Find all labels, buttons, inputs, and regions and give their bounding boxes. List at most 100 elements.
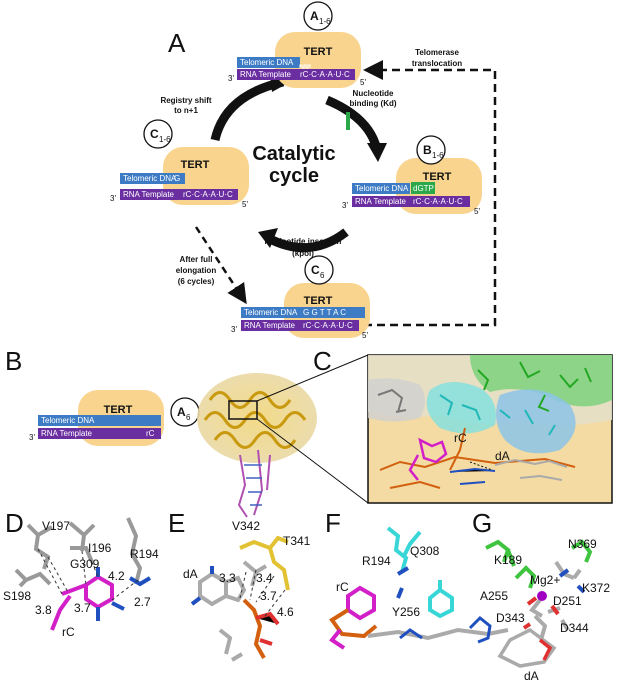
added-seq-label: G G T T A C bbox=[303, 308, 346, 317]
after-elongation-label-2: elongation bbox=[176, 266, 217, 275]
residue-label: K372 bbox=[582, 581, 610, 595]
residue-label: T341 bbox=[283, 534, 311, 548]
residue-label: dA bbox=[524, 669, 539, 683]
state-c-complex: TERT Telomeric DNA G RNA Template rC·C·A… bbox=[110, 119, 249, 209]
residue-label: Q308 bbox=[410, 544, 440, 558]
rc-end-label: rC bbox=[146, 429, 155, 438]
residue-label: dA bbox=[183, 567, 198, 581]
translocation-label-1: Telomerase bbox=[415, 48, 459, 57]
zoom-line-bottom bbox=[256, 418, 369, 504]
zoom-box bbox=[228, 400, 258, 420]
telomeric-dna-label: Telomeric DNA bbox=[240, 58, 294, 67]
rc-label: rC bbox=[454, 431, 467, 445]
panel-e-structure: V342 T341 dA 3.3 3.4 3.7 4.6 bbox=[183, 519, 311, 662]
residue-label: N369 bbox=[568, 537, 597, 551]
residue-label: A255 bbox=[480, 589, 508, 603]
panel-label-c: C bbox=[313, 346, 332, 376]
state-b-name: B bbox=[423, 143, 432, 157]
mg-ion-label: Mg2+ bbox=[530, 573, 560, 587]
rna-template-label: RNA Template bbox=[355, 197, 407, 206]
state-b-sub: 1-6 bbox=[432, 151, 444, 160]
residue-label: I196 bbox=[88, 541, 112, 555]
residue-label: rC bbox=[336, 580, 349, 594]
tert-label: TERT bbox=[304, 295, 333, 307]
panel-label-e: E bbox=[168, 508, 185, 538]
state-a-sub: 1-6 bbox=[319, 17, 331, 26]
arrow-b-to-c-head bbox=[258, 228, 278, 248]
residue-label: S198 bbox=[3, 589, 31, 603]
da-label: dA bbox=[495, 449, 510, 463]
rna-template-label: RNA Template bbox=[240, 70, 292, 79]
arrow-a-to-b-head bbox=[367, 143, 387, 162]
registry-shift-label-2: to n+1 bbox=[174, 106, 198, 115]
residue-label: D343 bbox=[496, 611, 525, 625]
template-seq-label: rC·C·A·A·U·C bbox=[300, 70, 350, 79]
elongation-dashed-arrow bbox=[194, 226, 247, 305]
state-a-name: A bbox=[310, 9, 319, 23]
residue-label: D251 bbox=[553, 594, 582, 608]
after-elongation-label-3: (6 cycles) bbox=[178, 277, 215, 286]
nucleotide-insertion-label-1: Nucleotide insertion bbox=[265, 237, 342, 246]
magnesium-ion bbox=[537, 591, 547, 601]
state-c-sub: 1-6 bbox=[159, 135, 171, 144]
translocation-label-2: translocation bbox=[412, 59, 462, 68]
template-seq-label: rC·C·A·A·U·C bbox=[183, 190, 233, 199]
after-elongation-label-1: After full bbox=[180, 255, 213, 264]
panel-d-structure: V197 I196 G309 R194 S198 rC 3.8 3.7 4.2 … bbox=[3, 517, 159, 639]
telomeric-dna-label: Telomeric DNA bbox=[355, 184, 409, 193]
distance-label: 4.2 bbox=[108, 569, 125, 583]
state-a-complex: TERT Telomeric DNA RNA Template rC·C·A·A… bbox=[228, 1, 366, 88]
protein-overview bbox=[197, 373, 317, 518]
state-c-name: C bbox=[150, 127, 159, 141]
residue-label: G309 bbox=[70, 557, 100, 571]
tert-label: TERT bbox=[181, 159, 210, 171]
rna-template-label: RNA Template bbox=[123, 190, 175, 199]
cycle-title-line2: cycle bbox=[269, 165, 319, 187]
state-a6-sub: 6 bbox=[186, 413, 191, 422]
template-seq-label: rC·C·A·A·U·C bbox=[413, 197, 463, 206]
state-c6-complex: TERT Telomeric DNA G G T T A C RNA Templ… bbox=[231, 255, 370, 340]
panel-b-complex: TERT Telomeric DNA RNA Template rC 3' A … bbox=[29, 390, 200, 446]
panel-label-a: A bbox=[168, 28, 186, 58]
active-site-inset: rC dA bbox=[367, 354, 613, 504]
tert-label: TERT bbox=[104, 404, 133, 416]
registry-shift-label-1: Registry shift bbox=[160, 96, 211, 105]
nucleotide-binding-label-1: Nucleotide bbox=[353, 89, 394, 98]
translocation-dashed-arrow bbox=[338, 60, 497, 327]
distance-label: 3.7 bbox=[74, 601, 91, 615]
residue-label: V342 bbox=[232, 519, 260, 533]
telomeric-dna-label: Telomeric DNA bbox=[41, 416, 95, 425]
three-prime-label: 3' bbox=[228, 74, 234, 83]
five-prime-label: 5' bbox=[362, 331, 368, 340]
residue-label: rC bbox=[62, 625, 75, 639]
panel-g-structure: K189 N369 A255 K372 D251 D343 D344 dA Mg… bbox=[480, 537, 610, 683]
telomeric-dna-label: Telomeric DNA bbox=[123, 174, 177, 183]
nucleotide-binding-label-2: binding (Kd) bbox=[349, 99, 396, 108]
rna-template-label: RNA Template bbox=[41, 429, 93, 438]
template-seq-label: rC·C·A·A·U·C bbox=[303, 321, 353, 330]
residue-label: K189 bbox=[494, 553, 522, 567]
panel-f-structure: R194 Q308 rC Y256 bbox=[329, 526, 509, 650]
three-prime-label: 3' bbox=[29, 433, 35, 442]
panel-label-d: D bbox=[5, 508, 24, 538]
tert-label: TERT bbox=[304, 46, 333, 58]
residue-label: R194 bbox=[362, 554, 391, 568]
distance-label: 4.6 bbox=[277, 605, 294, 619]
telomeric-dna-label: Telomeric DNA bbox=[244, 308, 298, 317]
residue-label: V197 bbox=[42, 519, 70, 533]
arrow-b-to-c bbox=[265, 228, 349, 253]
rna-template-label: RNA Template bbox=[244, 321, 296, 330]
panel-label-f: F bbox=[325, 508, 341, 538]
five-prime-label: 5' bbox=[360, 78, 366, 87]
three-prime-label: 3' bbox=[231, 325, 237, 334]
distance-label: 3.8 bbox=[35, 603, 52, 617]
residue-label: D344 bbox=[560, 621, 589, 635]
distance-label: 3.4 bbox=[256, 571, 273, 585]
five-prime-label: 5' bbox=[242, 200, 248, 209]
state-c6-name: C bbox=[311, 263, 320, 277]
state-a6-name: A bbox=[177, 405, 186, 419]
five-prime-label: 5' bbox=[474, 207, 480, 216]
residue-label: R194 bbox=[130, 547, 159, 561]
g-nucleotide-label: G bbox=[174, 174, 180, 183]
